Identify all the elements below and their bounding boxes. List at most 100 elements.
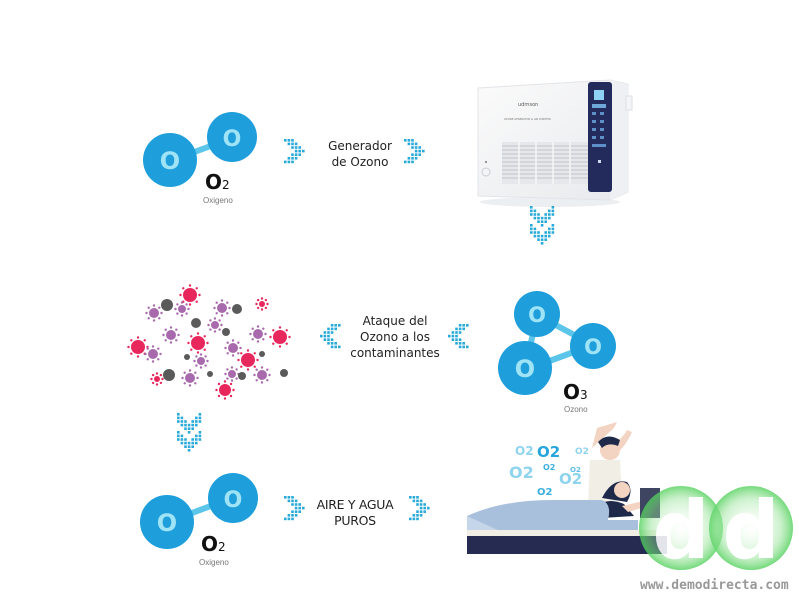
particle-icon xyxy=(280,369,288,377)
arrow-dot xyxy=(540,238,544,241)
virus-icon xyxy=(253,366,271,384)
arrow-dot xyxy=(419,514,423,517)
particle-icon xyxy=(191,318,201,328)
step-label-line: contaminantes xyxy=(350,346,440,360)
arrow-dot xyxy=(462,324,465,327)
arrow-dot xyxy=(298,146,301,149)
bed-base xyxy=(467,536,667,554)
arrow-dot xyxy=(180,438,184,441)
arrow-dot xyxy=(455,334,458,338)
arrow-dot xyxy=(551,213,555,216)
chevron-right-arrow-icon xyxy=(402,137,430,167)
arrow-dot xyxy=(537,220,540,223)
arrow-dot xyxy=(195,423,198,427)
arrow-dot xyxy=(195,438,198,441)
oxygen-molecule-top: O O xyxy=(140,110,270,190)
arrow-dot xyxy=(195,420,198,423)
formula-subscript: 2 xyxy=(222,178,230,192)
arrow-dot xyxy=(411,160,414,164)
arrow-dot xyxy=(537,231,540,234)
atom xyxy=(207,112,257,162)
arrow-dot xyxy=(327,334,330,338)
o2-bubble: O2 xyxy=(537,487,553,498)
arrow-dot xyxy=(184,445,187,448)
arrow-dot xyxy=(330,342,334,345)
arrow-dot xyxy=(291,496,294,499)
arrow-dot xyxy=(294,146,298,149)
arrow-dot xyxy=(327,331,330,334)
arrow-dot xyxy=(551,206,555,209)
arrow-dot xyxy=(294,153,298,156)
arrow-dot xyxy=(177,431,180,434)
contaminants-cluster xyxy=(110,275,310,400)
formula-o2-bottom: O2 xyxy=(201,532,226,556)
arrow-dot xyxy=(407,160,411,164)
arrow-dot xyxy=(302,506,305,510)
people-in-bed-illustration xyxy=(462,420,682,560)
arrow-dot xyxy=(284,160,287,164)
arrow-dot xyxy=(334,327,337,331)
chevron-down-arrow-icon xyxy=(528,206,558,256)
particle-icon xyxy=(161,299,173,311)
arrow-dot xyxy=(458,345,462,349)
arrow-dot xyxy=(414,146,418,149)
chevron-right-arrow-icon xyxy=(282,494,310,524)
atom xyxy=(514,291,560,337)
arrow-dot xyxy=(533,227,537,231)
arrow-dot xyxy=(423,503,426,506)
oxygen-molecule-bottom: O O xyxy=(135,470,265,550)
arrow-dot xyxy=(191,427,194,430)
arrow-dot xyxy=(177,413,180,416)
arrow-dot xyxy=(458,338,462,341)
chevron-right-arrow-icon xyxy=(407,494,435,524)
o2-bubble: O2 xyxy=(537,443,560,461)
step-label-line: de Ozono xyxy=(331,155,389,169)
arrow-dot xyxy=(338,324,341,327)
o2-bubble: O2 xyxy=(570,466,581,474)
virus-icon xyxy=(207,317,223,333)
atom-letter: O xyxy=(515,355,535,383)
arrow-dot xyxy=(551,209,555,213)
watermark-letter: d xyxy=(722,484,779,577)
virus-icon xyxy=(249,325,267,343)
arrow-dot xyxy=(416,503,419,506)
arrow-dot xyxy=(414,157,418,160)
arrow-dot xyxy=(462,342,465,345)
arrow-dot xyxy=(544,238,547,241)
virus-icon xyxy=(224,366,240,382)
arrow-dot xyxy=(544,220,547,223)
arrow-dot xyxy=(198,416,202,420)
chevron-right-arrow-icon xyxy=(282,137,310,167)
arrow-dot xyxy=(416,499,419,503)
arrow-dot xyxy=(412,517,416,521)
arrow-dot xyxy=(540,234,544,238)
watermark-url: www.demodirecta.com xyxy=(640,578,789,593)
arrow-dot xyxy=(416,496,419,499)
arrow-dot xyxy=(298,149,301,153)
arrow-dot xyxy=(294,510,298,513)
arrow-dot xyxy=(191,441,194,445)
arrow-dot xyxy=(195,416,198,420)
step-label-line: PUROS xyxy=(334,513,376,528)
arrow-dot xyxy=(291,142,294,146)
arrow-dot xyxy=(458,331,462,334)
arrow-dot xyxy=(330,324,334,327)
atom xyxy=(140,495,194,549)
arrow-dot xyxy=(177,416,180,420)
arrow-dot xyxy=(338,345,341,349)
arrow-dot xyxy=(537,238,540,241)
arrow-dot xyxy=(184,423,187,427)
atom-letter: O xyxy=(584,335,602,359)
arrow-dot xyxy=(409,496,412,499)
step-label-ataque: Ataque del Ozono a los contaminantes xyxy=(345,313,445,361)
arrow-dot xyxy=(551,224,555,227)
arrow-dot xyxy=(291,153,294,156)
arrow-dot xyxy=(184,441,187,445)
arrow-dot xyxy=(187,427,191,430)
arrow-dot xyxy=(291,157,294,160)
arrow-dot xyxy=(407,139,411,142)
arrow-dot xyxy=(404,160,407,164)
arrow-dot xyxy=(530,206,533,209)
particle-icon xyxy=(238,372,246,380)
arrow-dot xyxy=(411,146,414,149)
